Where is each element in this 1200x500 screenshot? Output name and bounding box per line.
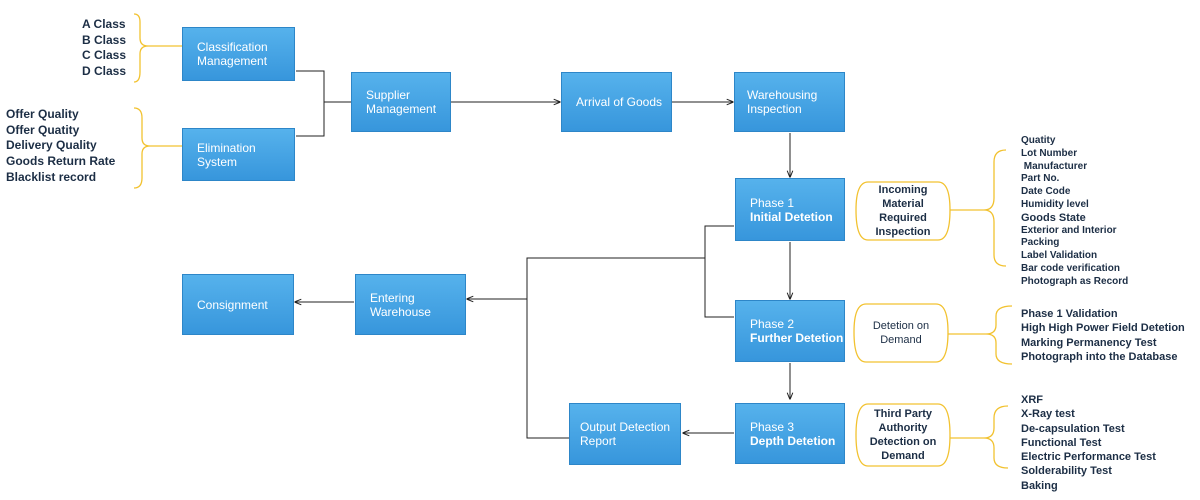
phase1-item: Photograph as Record [1021, 275, 1129, 287]
note-phase2-outline [853, 303, 949, 363]
note-phase3-outline [855, 403, 951, 467]
note-phase3-line: Detection on [869, 436, 937, 448]
bracket-phase3-items [950, 405, 1009, 469]
warehousing-line1: Warehousing [747, 88, 818, 102]
elimination-line1: Elimination [197, 140, 256, 155]
phase2-item: Phase 1 Validation [1021, 308, 1118, 320]
bracket-class-list [133, 13, 182, 83]
elimination-item: Blacklist record [6, 169, 97, 184]
elimination-item: Goods Return Rate [6, 154, 116, 169]
note-phase1: Incoming Material Required Inspection [856, 182, 950, 240]
phase1-items-list: Quatity Lot Number Manufacturer Part No.… [1021, 135, 1128, 289]
note-phase1-line: Incoming [878, 184, 928, 196]
entering-line1: Entering [370, 290, 415, 305]
arrival-of-goods-box: Arrival of Goods [561, 72, 672, 132]
note-phase1-line: Material [882, 198, 924, 210]
elimination-line2: System [197, 154, 238, 169]
entering-line2: Warehouse [370, 304, 431, 319]
phase3-item: Solderability Test [1021, 465, 1112, 478]
phase1-box: Phase 1 Initial Detetion [735, 178, 845, 241]
phase3-item: Functional Test [1021, 436, 1102, 449]
phase1-item: Bar code verification [1021, 262, 1120, 274]
note-phase2-line: Demand [880, 334, 922, 346]
note-phase3-line: Authority [878, 422, 928, 434]
phase3-item: XRF [1021, 394, 1043, 406]
classification-management-box: Classification Management [182, 27, 295, 81]
class-item: C Class [82, 48, 127, 63]
connector-phase1-return [704, 225, 734, 318]
entering-warehouse-box: Entering Warehouse [355, 274, 466, 335]
phase3-line2: Depth Detetion [750, 433, 836, 448]
phase1-item: Manufacturer [1021, 160, 1088, 172]
classification-line1: Classification [197, 40, 268, 54]
supplier-management-box: Supplier Management [351, 72, 451, 132]
consignment-line1: Consignment [197, 297, 268, 312]
phase3-items-list: XRF X-Ray test De-capsulation Test Funct… [1021, 393, 1156, 493]
arrival-line1: Arrival of Goods [576, 95, 663, 109]
note-phase1-line: Required [879, 212, 927, 224]
output-detection-report-box: Output Detection Report [569, 403, 681, 465]
classification-line2: Management [197, 54, 268, 68]
note-phase2-line: Detetion on [872, 320, 930, 332]
note-phase3-line: Third Party [873, 408, 933, 420]
note-phase3: Third Party Authority Detection on Deman… [856, 404, 950, 466]
elimination-system-box: Elimination System [182, 128, 295, 181]
phase1-item: Goods State [1021, 211, 1086, 224]
elimination-item: Offer Quatity [6, 122, 80, 137]
connector-classification-supplier [296, 70, 352, 103]
phase3-item: Electric Performance Test [1021, 451, 1156, 464]
phase1-item: Part No. [1021, 173, 1060, 185]
note-phase2: Detetion on Demand [854, 304, 948, 362]
phase3-item: X-Ray test [1021, 408, 1075, 421]
bracket-phase2-items [948, 305, 1013, 365]
bracket-phase1-items [950, 149, 1007, 267]
bracket-elimination-list [133, 107, 182, 189]
phase1-item: Date Code [1021, 186, 1071, 198]
note-phase1-outline [855, 181, 951, 241]
phase3-item: Baking [1021, 479, 1058, 492]
class-item: D Class [82, 64, 127, 79]
connector-elimination-supplier [296, 102, 325, 137]
phase2-line2: Further Detetion [750, 331, 844, 345]
note-phase3-line: Demand [881, 450, 925, 462]
phase3-item: De-capsulation Test [1021, 422, 1125, 435]
elimination-item: Offer Quality [6, 107, 79, 121]
phase1-item: Humidity level [1021, 198, 1089, 210]
class-item: B Class [82, 32, 127, 47]
phase1-item: Packing [1021, 237, 1060, 249]
elimination-list: Offer Quality Offer Quatity Delivery Qua… [6, 107, 115, 186]
phase2-item: High High Power Field Detetion [1021, 322, 1185, 335]
warehousing-inspection-box: Warehousing Inspection [734, 72, 845, 132]
phase1-item: Label Validation [1021, 250, 1098, 262]
phase2-item: Photograph into the Database [1021, 350, 1178, 363]
supplier-line1: Supplier [366, 88, 411, 102]
connector-return-branch [526, 257, 705, 439]
phase2-line1: Phase 2 [750, 317, 795, 331]
phase1-item: Quatity [1021, 135, 1056, 146]
warehousing-line2: Inspection [747, 102, 802, 116]
class-list: A Class B Class C Class D Class [82, 17, 126, 80]
phase3-line1: Phase 3 [750, 419, 795, 434]
phase1-line2: Initial Detetion [750, 209, 833, 224]
phase2-items-list: Phase 1 Validation High High Power Field… [1021, 307, 1185, 364]
output-line2: Report [580, 434, 617, 448]
phase1-item: Lot Number [1021, 147, 1078, 159]
elimination-item: Delivery Quality [6, 138, 97, 153]
phase3-box: Phase 3 Depth Detetion [735, 403, 845, 464]
supplier-line2: Management [366, 102, 437, 116]
phase1-line1: Phase 1 [750, 195, 795, 210]
output-line1: Output Detection [580, 420, 671, 434]
consignment-box: Consignment [182, 274, 294, 335]
phase2-item: Marking Permanency Test [1021, 336, 1157, 349]
class-item: A Class [82, 17, 126, 31]
note-phase1-line: Inspection [875, 226, 931, 238]
phase2-box: Phase 2 Further Detetion [735, 300, 845, 362]
phase1-item: Exterior and Interior [1021, 224, 1117, 236]
